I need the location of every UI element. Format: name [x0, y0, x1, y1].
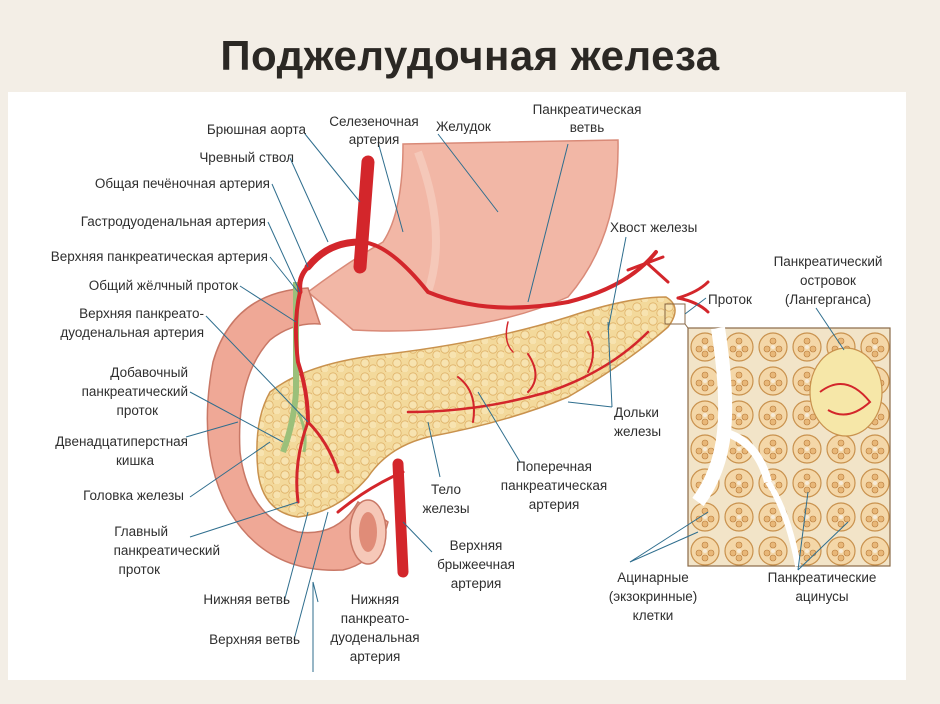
label-transverse-artery-2: панкреатическая: [500, 478, 608, 493]
label-acinar-cells-3: клетки: [632, 608, 674, 623]
label-transverse-artery-1: Поперечная: [516, 459, 592, 474]
label-common-hepatic-artery: Общая печёночная артерия: [94, 176, 270, 191]
label-accessory-duct-2: панкреатический: [81, 384, 188, 399]
pancreas-shape: [256, 296, 676, 518]
label-head-of-pancreas: Головка железы: [83, 488, 184, 503]
label-pancreatic-branch-1: Панкреатическая: [532, 102, 642, 117]
label-superior-mesenteric-2: брыжеечная: [437, 557, 515, 572]
stomach-shape: [306, 139, 619, 332]
pancreas-diagram: [185, 133, 891, 672]
label-body-1: Тело: [430, 482, 462, 497]
label-superior-pancreatic-artery: Верхняя панкреатическая артерия: [50, 249, 268, 264]
label-splenic-artery-2: артерия: [348, 132, 400, 147]
label-inferior-pd-artery-2: панкреато-: [340, 611, 410, 626]
diagram-panel: Брюшная аорта Чревный ствол Общая печёно…: [8, 92, 906, 680]
label-duodenum-1: Двенадцатиперстная: [55, 434, 188, 449]
label-duodenum-2: кишка: [116, 453, 154, 468]
label-superior-mesenteric-3: артерия: [450, 576, 502, 591]
leader-lines: [185, 133, 849, 672]
arteries: [293, 155, 710, 578]
label-inferior-pd-artery-3: дуоденальная: [330, 630, 420, 645]
label-common-bile-duct: Общий жёлчный проток: [88, 278, 238, 293]
label-main-duct-1: Главный: [114, 524, 168, 539]
page-title: Поджелудочная железа: [220, 32, 720, 79]
label-duct: Проток: [708, 292, 752, 307]
label-celiac-trunk: Чревный ствол: [199, 150, 294, 165]
label-stomach: Желудок: [436, 119, 491, 134]
label-superior-branch: Верхняя ветвь: [209, 632, 300, 647]
label-superior-pancreaticoduodenal-artery-1: Верхняя панкреато-: [79, 306, 204, 321]
label-abdominal-aorta: Брюшная аорта: [206, 122, 306, 137]
label-gastroduodenal-artery: Гастродуоденальная артерия: [80, 214, 266, 229]
label-transverse-artery-3: артерия: [528, 497, 580, 512]
label-acinar-cells-2: (экзокринные): [608, 589, 698, 604]
label-islet-2: островок: [800, 273, 856, 288]
label-pancreatic-branch-2: ветвь: [569, 120, 605, 135]
label-accessory-duct-1: Добавочный: [110, 365, 188, 380]
label-main-duct-2: панкреатический: [113, 543, 220, 558]
label-inferior-branch: Нижняя ветвь: [203, 592, 290, 607]
label-acini-2: ацинусы: [795, 589, 849, 604]
label-inferior-pd-artery-1: Нижняя: [350, 592, 400, 607]
label-lobules-1: Дольки: [614, 405, 659, 420]
histology-inset: [664, 303, 891, 567]
label-islet-3: (Лангерганса): [784, 292, 872, 307]
label-superior-pancreaticoduodenal-artery-2: дуоденальная артерия: [60, 325, 204, 340]
islet-of-langerhans: [809, 347, 883, 437]
label-lobules-2: железы: [614, 424, 662, 439]
label-splenic-artery-1: Селезеночная: [329, 114, 419, 129]
label-accessory-duct-3: проток: [116, 403, 158, 418]
common-bile-duct: [280, 282, 299, 454]
label-inferior-pd-artery-4: артерия: [349, 649, 401, 664]
label-islet-1: Панкреатический: [773, 254, 883, 269]
label-main-duct-3: проток: [118, 562, 160, 577]
label-acinar-cells-1: Ацинарные: [617, 570, 689, 585]
label-acini-1: Панкреатические: [767, 570, 877, 585]
label-body-2: железы: [422, 501, 470, 516]
label-superior-mesenteric-1: Верхняя: [449, 538, 503, 553]
label-tail-of-pancreas: Хвост железы: [610, 220, 698, 235]
